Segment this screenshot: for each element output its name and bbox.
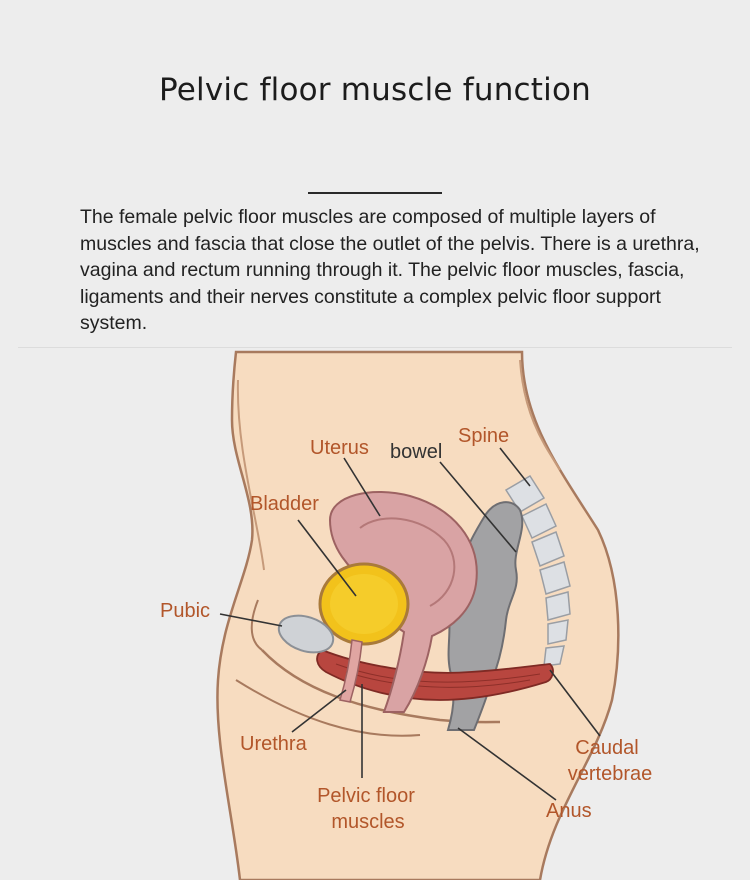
bladder-inner — [330, 574, 398, 634]
label-anus: Anus — [546, 800, 592, 822]
description-text: The female pelvic floor muscles are comp… — [80, 206, 700, 334]
pelvis-outline-inner — [261, 649, 501, 724]
uterus-inner-cavity — [359, 517, 456, 607]
pelvic-floor-muscle — [316, 648, 554, 701]
label-caudal-line1: Caudal — [575, 737, 638, 759]
section-separator — [18, 347, 732, 348]
title-divider — [308, 192, 442, 194]
label-pelvic-floor-line1: Pelvic floor — [317, 785, 415, 807]
label-bowel: bowel — [390, 441, 442, 463]
label-bladder: Bladder — [250, 493, 319, 515]
abdomen-contour — [236, 379, 265, 571]
spine-vertebrae — [504, 474, 571, 667]
back-contour — [519, 359, 561, 471]
label-urethra: Urethra — [240, 733, 308, 755]
buttock-line — [235, 679, 421, 737]
label-leader-lines — [219, 447, 601, 801]
label-spine: Spine — [458, 425, 509, 447]
page-title: Pelvic floor muscle function — [158, 72, 591, 108]
label-uterus: Uterus — [310, 437, 369, 459]
label-caudal-line2: vertebrae — [568, 763, 653, 785]
pelvis-outline-lower — [250, 599, 263, 651]
label-pubic: Pubic — [160, 600, 210, 622]
urethra-tube — [339, 639, 363, 703]
label-pelvic-floor-line2: muscles — [331, 811, 404, 833]
